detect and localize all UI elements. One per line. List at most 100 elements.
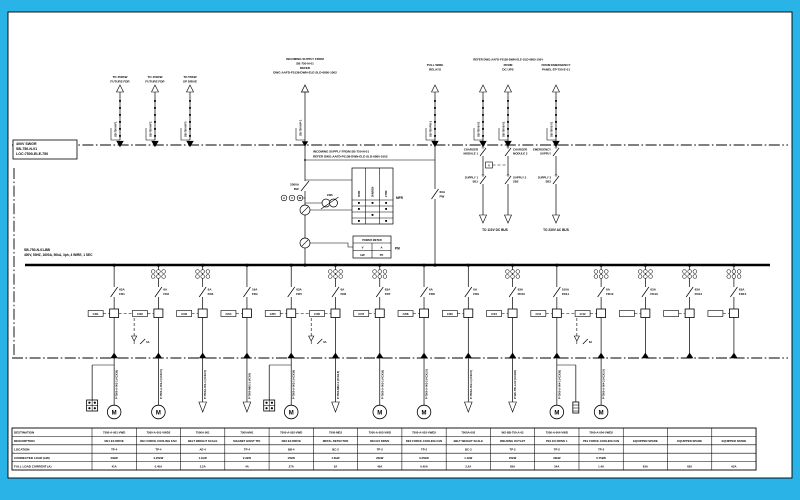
ct-icon: [726, 274, 731, 279]
cable-core-mark: [154, 135, 156, 137]
motor-icon: [549, 404, 565, 420]
relay-function: 27/59: [384, 190, 388, 197]
table-cell: 7500-A-004-VWD: [546, 431, 568, 435]
bus-name-label: SB-750-N-01-BB: [24, 248, 51, 252]
label: M: [156, 411, 161, 417]
incomer: INCOMING SUPPLY FROM SB-750-N-01 REFER D…: [273, 57, 435, 267]
mfr-mark: [371, 202, 374, 204]
swgr-voltage-label: 400V SWGR: [16, 142, 37, 146]
contact-icon: [481, 145, 485, 149]
table-cell: 2.2kW: [243, 456, 251, 460]
table-row-header: CONNECTED LOAD (kW): [14, 456, 50, 460]
ammeter-icon: [280, 194, 288, 202]
label: SB2: [513, 180, 519, 184]
ct-icon: [731, 269, 737, 274]
table-cell: 7500-A-001-VWD2: [147, 431, 171, 435]
cable-core-mark: [189, 135, 191, 137]
label: 6A: [589, 340, 592, 344]
label: 6A: [473, 288, 478, 292]
bus-tap: [334, 263, 337, 267]
ct-icon: [731, 274, 737, 279]
label: M: [377, 411, 382, 417]
cable-tag: P-7500-A-003-2 (4CX2.5): [425, 369, 429, 399]
arrow-down-icon: [464, 401, 473, 413]
interlock-label: V: [488, 163, 490, 167]
breaker-icon: [375, 286, 384, 298]
breaker-icon: [110, 286, 118, 298]
label: SUPPLY 1: [465, 176, 479, 180]
table-cell: 2.2A: [465, 464, 471, 468]
breaker-icon: [243, 286, 251, 298]
table-cell: 1.1kW: [464, 456, 472, 460]
label: 6A: [429, 288, 434, 292]
bus-tap: [511, 263, 514, 267]
table-cell: 3A: [334, 464, 338, 468]
ct-icon: [338, 274, 343, 279]
bus-tap: [112, 263, 116, 267]
label: 6A: [606, 288, 611, 292]
ct-icon: [638, 274, 643, 279]
cable-core-mark: [434, 121, 436, 123]
jb-terminal: [270, 407, 274, 410]
ct-icon: [156, 269, 161, 274]
cable-tag: P-7500-A-002-1 (4CX16): [292, 370, 296, 399]
label: 6A: [323, 340, 326, 344]
bus-exit-icon: [730, 352, 738, 359]
ct-icon: [593, 274, 599, 279]
swgr-title-box: 400V SWGR SB-750-N-01 LOC:7500-ELE-750: [12, 139, 78, 160]
label: FD6: [340, 292, 346, 296]
cable-core-mark: [434, 128, 436, 130]
label: TO 450KW: [148, 75, 163, 79]
table-cell: TP-4: [155, 448, 162, 452]
mfr-mark: [358, 208, 360, 210]
jb-terminal: [93, 401, 96, 404]
arrow-down-icon: [508, 401, 517, 413]
cable-core-mark: [434, 114, 436, 116]
label: SUPPLY 2: [513, 176, 527, 180]
cable-elbow: [498, 128, 508, 141]
ct-icon: [200, 269, 205, 274]
label: FD15: [739, 292, 747, 296]
cable-elbow: [546, 128, 556, 141]
ct-icon: [736, 269, 742, 274]
cable-elbow: [145, 128, 155, 141]
cable-core-mark: [434, 107, 436, 109]
contact-icon: [554, 173, 558, 177]
table-cell: 63A: [687, 464, 692, 468]
jb-terminal: [265, 401, 268, 404]
table-cell: METAL DETECTOR: [323, 439, 348, 443]
table-cell: 7500A-001: [196, 431, 210, 435]
bus-entry-icon: [552, 140, 560, 148]
label: C/12: [580, 312, 586, 316]
label: CHARGER: [513, 148, 527, 152]
label: 63A: [385, 288, 391, 292]
cable-core-mark: [482, 128, 484, 130]
label: M: [289, 411, 294, 417]
ct-icon: [515, 274, 520, 279]
ct-icon: [736, 274, 742, 279]
cable-tag: P-WS-750-A-02 (4CX16): [513, 370, 517, 399]
ct-icon: [515, 269, 520, 274]
table-cell: DE2 EX DRIVE: [282, 439, 301, 443]
table-cell: PE1 EX DRIVE 1: [546, 439, 568, 443]
label: SUPPLY 3: [538, 176, 552, 180]
table-cell: 23kW: [110, 456, 118, 460]
breaker-icon: [553, 286, 561, 298]
table-cell: EQUIPPED SPARE: [633, 439, 658, 443]
label: 63A: [518, 288, 524, 292]
bus-entry-icon: [151, 140, 159, 148]
table-cell: 7500-MD2: [329, 431, 343, 435]
label: SB1: [473, 180, 479, 184]
label: C/08: [403, 312, 409, 316]
ct-icon: [648, 269, 653, 274]
table-cell: WS-BB-750-A-02: [502, 431, 525, 435]
ct-icon: [151, 269, 156, 274]
table-cell: DE1 FORCE COOLING FAN: [140, 439, 176, 443]
refer-dwg-label: REFER DWG:AAFD-F0138-DWN-ELE-SLD-6800-10…: [473, 58, 543, 62]
ct-icon: [328, 274, 333, 279]
